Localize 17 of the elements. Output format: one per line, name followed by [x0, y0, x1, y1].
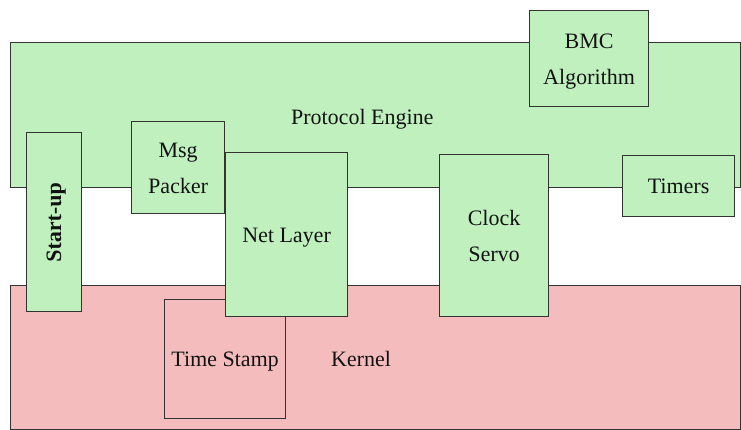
module-label: Net Layer: [241, 220, 332, 249]
module-label: Start-up: [41, 182, 67, 262]
module-box: [26, 132, 82, 312]
module-label: Clock Servo: [466, 204, 522, 268]
module-label: Msg Packer: [147, 136, 209, 200]
module-box: [131, 121, 225, 214]
module-box: [164, 299, 286, 419]
module-box: [439, 154, 549, 317]
module-label: BMC Algorithm: [542, 26, 636, 91]
module-label: Kernel: [331, 345, 391, 373]
layer-band: [10, 285, 741, 430]
module-label: Time Stamp: [170, 345, 280, 373]
module-label: Protocol Engine: [291, 103, 434, 131]
module-box: [225, 152, 348, 317]
module-label: Timers: [646, 172, 710, 200]
module-box: [529, 10, 649, 107]
module-box: [622, 155, 735, 217]
